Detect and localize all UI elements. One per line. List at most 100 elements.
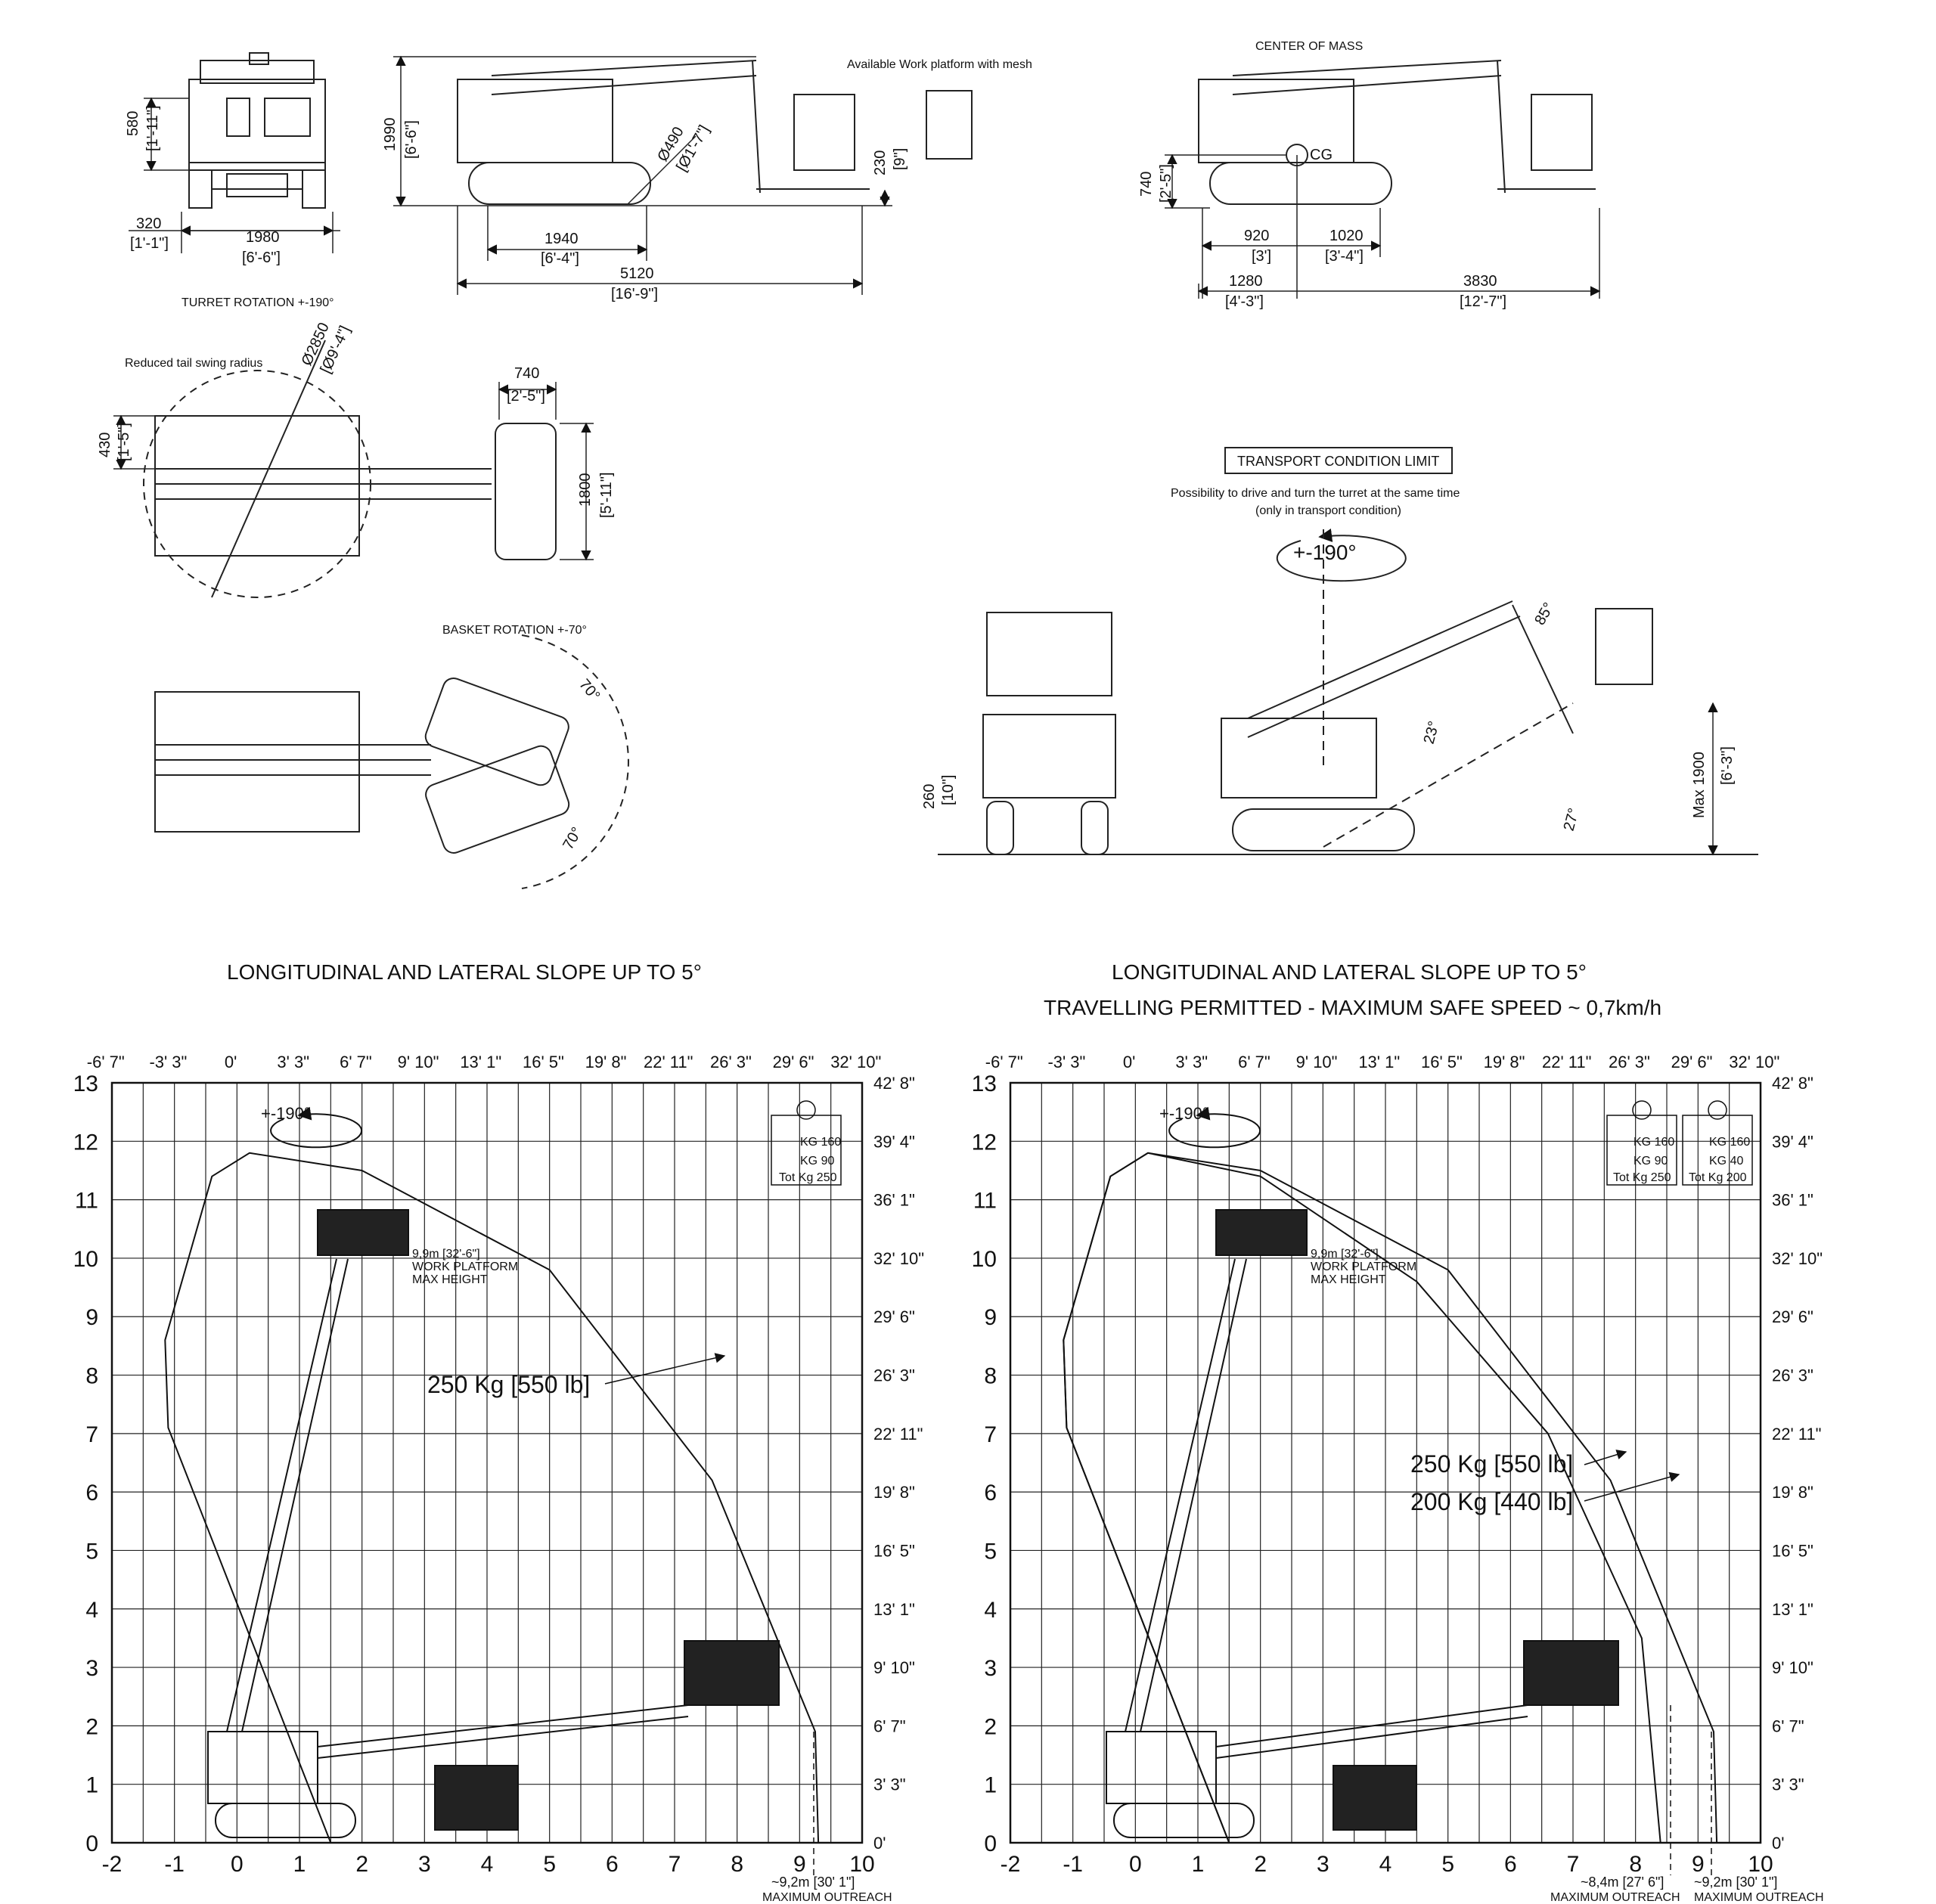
x-tick-label: -1 [164, 1852, 185, 1877]
transport-rotation: +-190° [1293, 541, 1357, 564]
y-ft-label: 6' 7" [873, 1716, 906, 1735]
cg-view-drawing [1198, 60, 1596, 205]
y-tick-label: 12 [972, 1130, 997, 1155]
front-width-ft: [6'-6"] [242, 250, 281, 266]
chart-1-outreach: ~9,2m [30' 1"] [771, 1875, 855, 1890]
cg-height-ft: [2'-5"] [1158, 164, 1174, 203]
chart-2-title: LONGITUDINAL AND LATERAL SLOPE UP TO 5° [1112, 960, 1587, 984]
y-tick-label: 1 [85, 1773, 98, 1798]
x-tick-label: 9 [1692, 1852, 1705, 1877]
y-ft-label: 39' 4" [1772, 1132, 1813, 1151]
x-tick-label: 1 [1192, 1852, 1205, 1877]
transport-angle-boom: 23° [1421, 719, 1443, 746]
x-tick-label: 0 [1129, 1852, 1142, 1877]
y-ft-label: 29' 6" [1772, 1307, 1813, 1326]
chart-1-rotation-arrow [270, 1106, 363, 1149]
cg-c-ft: [4'-3"] [1225, 293, 1264, 310]
chart-1-badge [771, 1100, 842, 1186]
x-tick-label: -2 [102, 1852, 123, 1877]
y-ft-label: 36' 1" [873, 1191, 915, 1210]
y-tick-label: 4 [85, 1598, 98, 1623]
chart-1-title: LONGITUDINAL AND LATERAL SLOPE UP TO 5° [227, 960, 702, 984]
turret-radius-note: Reduced tail swing radius [125, 357, 262, 370]
transport-angle-jib: 85° [1531, 600, 1557, 628]
x-tick-label: 7 [669, 1852, 681, 1877]
chart-2-load-label-1: 250 Kg [550 lb] [1410, 1450, 1573, 1478]
chart-1-rotation: +-190° [261, 1104, 311, 1123]
y-ft-label: 9' 10" [873, 1658, 915, 1677]
chart-2-badge2-kg-a: KG 160 [1709, 1136, 1750, 1149]
x-ft-label: 22' 11" [644, 1053, 693, 1071]
y-tick-label: 2 [984, 1714, 997, 1739]
x-ft-label: 0' [1123, 1053, 1135, 1071]
x-ft-label: 9' 10" [398, 1053, 439, 1071]
transport-wheel-ft: [10"] [940, 775, 957, 805]
y-tick-label: 6 [984, 1481, 997, 1506]
chart-2-platform-note1: WORK PLATFORM [1311, 1261, 1416, 1273]
cg-height-mm: 740 [1138, 172, 1155, 197]
y-ft-label: 19' 8" [873, 1483, 915, 1502]
x-ft-label: 16' 5" [523, 1053, 564, 1071]
transport-side-view [938, 529, 1758, 855]
chart-1-x-ft-ticks: -6' 7"-3' 3"0'3' 3"6' 7"9' 10"13' 1"16' … [87, 1053, 881, 1071]
y-ft-label: 3' 3" [873, 1775, 906, 1794]
transport-angle-ground: 27° [1561, 806, 1583, 833]
turret-tail-mm: 430 [97, 433, 113, 457]
chart-2-outreach-1: ~8,4m [27' 6"] [1581, 1875, 1664, 1890]
chart-1-envelopes [164, 1152, 820, 1844]
chart-2-badges [1606, 1100, 1753, 1186]
x-tick-label: 8 [731, 1852, 743, 1877]
x-tick-label: -1 [1063, 1852, 1083, 1877]
side-track-mm: 1940 [544, 231, 579, 247]
cg-label: CG [1310, 147, 1333, 163]
y-ft-label: 16' 5" [873, 1541, 915, 1560]
y-ft-label: 0' [873, 1834, 886, 1853]
x-tick-label: 5 [543, 1852, 556, 1877]
y-tick-label: 13 [972, 1071, 997, 1096]
front-view-dimensions [129, 97, 340, 253]
transport-box-title: TRANSPORT CONDITION LIMIT [1237, 454, 1439, 469]
y-tick-label: 13 [73, 1071, 98, 1096]
chart-1-outreach-caption: MAXIMUM OUTREACH [762, 1891, 892, 1904]
transport-max-height-ft: [6'-3"] [1719, 746, 1736, 785]
cg-view-dimensions [1165, 153, 1601, 299]
y-ft-label: 3' 3" [1772, 1775, 1804, 1794]
chart-1-load-label: 250 Kg [550 lb] [427, 1371, 590, 1398]
basket-angle-top: 70° [576, 676, 603, 704]
y-tick-label: 6 [85, 1481, 98, 1506]
x-ft-label: 26' 3" [1609, 1053, 1650, 1071]
y-ft-label: 22' 11" [1772, 1425, 1821, 1444]
x-tick-label: 9 [793, 1852, 806, 1877]
chart-1-load-leader [604, 1353, 726, 1385]
side-view-dimensions [393, 55, 892, 295]
x-ft-label: 32' 10" [830, 1053, 881, 1071]
side-note: Available Work platform with mesh [847, 58, 1032, 71]
y-ft-label: 36' 1" [1772, 1191, 1813, 1210]
transport-rotation-arrow [1276, 529, 1407, 582]
y-tick-label: 7 [85, 1422, 98, 1447]
chart-1-badge-kg-b: KG 90 [800, 1155, 834, 1168]
x-tick-label: 8 [1629, 1852, 1642, 1877]
x-tick-label: 7 [1567, 1852, 1580, 1877]
front-height-mm: 580 [125, 111, 141, 136]
side-length-ft: [16'-9"] [611, 286, 658, 302]
chart-1-y-ft-ticks: 0'3' 3"6' 7"9' 10"13' 1"16' 5"19' 8"22' … [873, 1074, 924, 1853]
transport-wheel-mm: 260 [921, 784, 938, 809]
chart-2-platform-note2: MAX HEIGHT [1311, 1273, 1386, 1286]
cg-a-ft: [3'] [1252, 248, 1271, 265]
x-tick-label: 10 [1748, 1852, 1773, 1877]
chart-2-envelopes [1063, 1152, 1718, 1844]
side-track-ft: [6'-4"] [541, 250, 579, 267]
chart-2-subtitle: TRAVELLING PERMITTED - MAXIMUM SAFE SPEE… [1044, 996, 1661, 1019]
envelope-1 [164, 1152, 820, 1844]
chart-2-load-leader-2 [1584, 1471, 1680, 1502]
turret-tail-ft: [1'-5"] [116, 423, 132, 461]
y-tick-label: 5 [984, 1539, 997, 1564]
chart-2-rotation-arrow [1168, 1106, 1261, 1149]
cg-b-ft: [3'-4"] [1325, 248, 1364, 265]
y-ft-label: 16' 5" [1772, 1541, 1813, 1560]
y-ft-label: 42' 8" [1772, 1074, 1813, 1093]
cg-d-mm: 3830 [1463, 273, 1497, 290]
x-ft-label: 32' 10" [1729, 1053, 1779, 1071]
